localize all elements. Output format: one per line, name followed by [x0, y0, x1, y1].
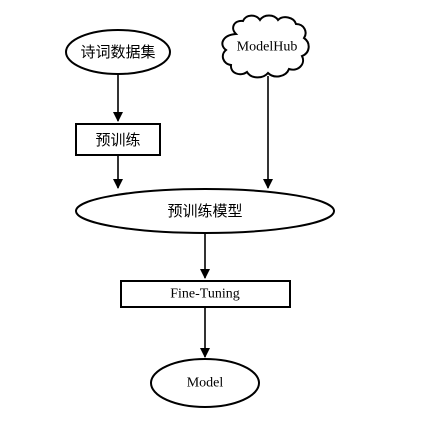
- node-model-label: Model: [187, 376, 224, 391]
- node-modelhub-label: ModelHub: [237, 40, 298, 55]
- node-pretrained-model-shape: [75, 188, 335, 234]
- node-poetry-dataset: 诗词数据集: [65, 29, 171, 75]
- node-model-shape: [150, 358, 260, 408]
- node-poetry-dataset-label: 诗词数据集: [80, 43, 155, 61]
- node-pretrain-shape: [75, 123, 161, 156]
- node-modelhub: ModelHub: [221, 14, 310, 79]
- node-pretrained-model-label: 预训练模型: [167, 202, 242, 220]
- node-model: Model: [150, 358, 260, 408]
- node-fine-tuning: Fine-Tuning: [120, 280, 291, 308]
- node-fine-tuning-shape: [120, 280, 291, 308]
- node-pretrain: 预训练: [75, 123, 161, 156]
- node-pretrained-model: 预训练模型: [75, 188, 335, 234]
- node-pretrain-label: 预训练: [95, 131, 140, 149]
- cloud-icon: [221, 14, 310, 79]
- node-fine-tuning-label: Fine-Tuning: [170, 287, 240, 302]
- node-poetry-dataset-shape: [65, 29, 171, 75]
